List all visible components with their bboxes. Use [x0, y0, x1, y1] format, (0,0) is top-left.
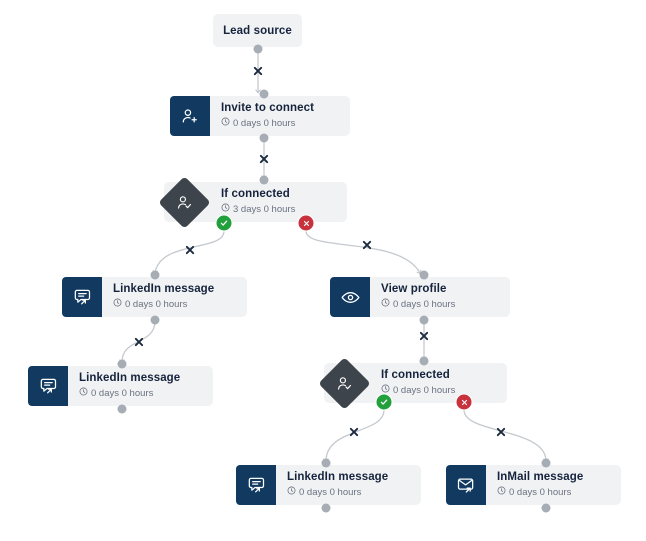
node-if-connected-top-duration-row: 3 days 0 hours — [221, 203, 333, 216]
person-check-icon — [157, 175, 211, 229]
eye-icon — [330, 277, 370, 317]
badge-yes-if-connected-bottom[interactable] — [375, 393, 393, 411]
node-invite-duration-row: 0 days 0 hours — [221, 117, 336, 130]
node-if-connected-top-title: If connected — [221, 188, 290, 200]
port-in-view-profile[interactable] — [419, 270, 429, 280]
node-if-connected-bottom-title: If connected — [381, 369, 450, 381]
node-if-connected-top-duration: 3 days 0 hours — [233, 204, 296, 215]
clock-icon — [381, 384, 390, 397]
person-add-icon — [170, 96, 210, 136]
port-in-if-connected-top[interactable] — [259, 175, 269, 185]
clock-icon — [113, 298, 122, 311]
port-in-if-connected-bottom[interactable] — [419, 356, 429, 366]
node-if-connected-top-body: If connected 3 days 0 hours — [210, 182, 347, 222]
node-inmail-duration-row: 0 days 0 hours — [497, 486, 607, 499]
clock-icon — [79, 387, 88, 400]
port-out-inmail[interactable] — [541, 503, 551, 513]
node-linkedin-message-branch-yes[interactable]: LinkedIn message 0 days 0 hours — [236, 465, 421, 505]
node-linkedin3-title: LinkedIn message — [287, 471, 389, 483]
node-lead-source[interactable]: Lead source — [213, 14, 302, 47]
node-linkedin3-duration-row: 0 days 0 hours — [287, 486, 407, 499]
node-inmail-duration: 0 days 0 hours — [509, 487, 572, 498]
clock-icon — [497, 486, 506, 499]
chat-send-icon — [236, 465, 276, 505]
edge-delete-icon[interactable] — [495, 426, 508, 439]
port-in-linkedin2[interactable] — [117, 359, 127, 369]
node-invite-body: Invite to connect 0 days 0 hours — [210, 96, 350, 136]
node-if-connected-bottom[interactable]: If connected 0 days 0 hours — [317, 356, 507, 410]
node-linkedin1-duration: 0 days 0 hours — [125, 299, 188, 310]
node-view-profile[interactable]: View profile 0 days 0 hours — [330, 277, 510, 317]
port-in-inmail[interactable] — [541, 458, 551, 468]
node-view-profile-duration: 0 days 0 hours — [393, 299, 456, 310]
edge-delete-icon[interactable] — [418, 330, 431, 343]
node-invite-duration: 0 days 0 hours — [233, 118, 296, 129]
node-view-profile-body: View profile 0 days 0 hours — [370, 277, 510, 317]
node-view-profile-title: View profile — [381, 283, 447, 295]
edge-if1-no-to-view-profile — [305, 230, 422, 275]
chat-send-icon — [62, 277, 102, 317]
badge-no-if-connected-bottom[interactable] — [455, 393, 473, 411]
node-linkedin2-body: LinkedIn message 0 days 0 hours — [68, 366, 213, 406]
node-linkedin2-duration: 0 days 0 hours — [91, 388, 154, 399]
chat-send-icon — [28, 366, 68, 406]
node-if-connected-bottom-duration-row: 0 days 0 hours — [381, 384, 493, 397]
clock-icon — [287, 486, 296, 499]
node-linkedin2-duration-row: 0 days 0 hours — [79, 387, 199, 400]
node-inmail-message[interactable]: InMail message 0 days 0 hours — [446, 465, 621, 505]
node-linkedin1-duration-row: 0 days 0 hours — [113, 298, 233, 311]
check-icon — [380, 399, 388, 405]
port-in-invite[interactable] — [259, 89, 269, 99]
edge-delete-icon[interactable] — [252, 65, 265, 78]
clock-icon — [381, 298, 390, 311]
node-linkedin-message-left-top[interactable]: LinkedIn message 0 days 0 hours — [62, 277, 247, 317]
node-linkedin2-title: LinkedIn message — [79, 372, 181, 384]
edge-delete-icon[interactable] — [348, 426, 361, 439]
node-if-connected-bottom-duration: 0 days 0 hours — [393, 385, 456, 396]
clock-icon — [221, 203, 230, 216]
node-invite-title: Invite to connect — [221, 102, 315, 114]
node-linkedin3-duration: 0 days 0 hours — [299, 487, 362, 498]
port-out-linkedin2[interactable] — [117, 404, 127, 414]
node-linkedin3-body: LinkedIn message 0 days 0 hours — [276, 465, 421, 505]
port-out-invite[interactable] — [259, 133, 269, 143]
port-out-linkedin3[interactable] — [321, 503, 331, 513]
node-linkedin1-title: LinkedIn message — [113, 283, 215, 295]
cross-icon — [303, 220, 309, 226]
port-out-view-profile[interactable] — [419, 315, 429, 325]
node-invite-to-connect[interactable]: Invite to connect 0 days 0 hours — [170, 96, 350, 136]
badge-yes-if-connected-top[interactable] — [215, 214, 233, 232]
port-in-linkedin1[interactable] — [150, 270, 160, 280]
node-linkedin-message-left-bottom[interactable]: LinkedIn message 0 days 0 hours — [28, 366, 213, 406]
edge-delete-icon[interactable] — [133, 336, 146, 349]
badge-no-if-connected-top[interactable] — [297, 214, 315, 232]
edge-delete-icon[interactable] — [361, 239, 374, 252]
person-check-icon — [317, 356, 371, 410]
node-if-connected-bottom-body: If connected 0 days 0 hours — [370, 363, 507, 403]
edge-delete-icon[interactable] — [184, 244, 197, 257]
port-in-linkedin3[interactable] — [321, 458, 331, 468]
cross-icon — [461, 399, 467, 405]
envelope-send-icon — [446, 465, 486, 505]
node-lead-source-label: Lead source — [223, 24, 292, 37]
node-inmail-title: InMail message — [497, 471, 584, 483]
node-view-profile-duration-row: 0 days 0 hours — [381, 298, 496, 311]
node-if-connected-top[interactable]: If connected 3 days 0 hours — [157, 175, 347, 229]
clock-icon — [221, 117, 230, 130]
node-linkedin1-body: LinkedIn message 0 days 0 hours — [102, 277, 247, 317]
port-out-linkedin1[interactable] — [150, 315, 160, 325]
edge-delete-icon[interactable] — [258, 153, 271, 166]
check-icon — [220, 220, 228, 226]
node-inmail-body: InMail message 0 days 0 hours — [486, 465, 621, 505]
port-out-lead-source[interactable] — [253, 44, 263, 54]
